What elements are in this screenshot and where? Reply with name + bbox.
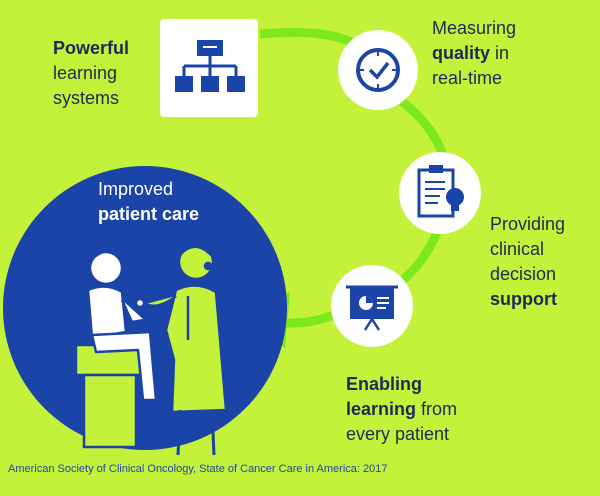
hierarchy-icon xyxy=(160,19,258,117)
clipboard-lightbulb-icon xyxy=(399,152,481,234)
label-line: real-time xyxy=(432,68,503,88)
doctor-patient-icon xyxy=(74,243,228,456)
label-clinical-decision-support: Providing clinical decision support xyxy=(490,212,565,312)
label-line: decision xyxy=(490,264,557,284)
source-citation: American Society of Clinical Oncology, S… xyxy=(8,463,388,475)
label-line: quality in xyxy=(432,41,516,66)
label-line: Improved xyxy=(98,179,174,199)
clock-icon xyxy=(338,30,418,110)
label-line: Enabling xyxy=(346,374,422,394)
label-text: from xyxy=(416,399,458,419)
label-line: Powerful xyxy=(53,38,130,58)
label-line: clinical xyxy=(490,239,545,259)
label-line: patient care xyxy=(98,204,200,224)
label-bold: quality xyxy=(432,43,491,63)
label-bold: learning xyxy=(346,399,417,419)
presentation-board-icon xyxy=(331,265,413,347)
label-powerful-learning-systems: Powerful learning systems xyxy=(53,36,129,111)
label-line: learning from xyxy=(346,397,457,422)
label-measuring-quality: Measuring quality in real-time xyxy=(432,16,516,91)
label-text: in xyxy=(490,43,510,63)
label-line: Measuring xyxy=(432,18,517,38)
label-enabling-learning: Enabling learning from every patient xyxy=(346,372,457,447)
label-line: systems xyxy=(53,88,120,108)
label-line: support xyxy=(490,289,557,309)
label-line: Providing xyxy=(490,214,566,234)
label-line: learning xyxy=(53,63,118,83)
label-improved-patient-care: Improved patient care xyxy=(98,177,199,227)
label-line: every patient xyxy=(346,424,450,444)
